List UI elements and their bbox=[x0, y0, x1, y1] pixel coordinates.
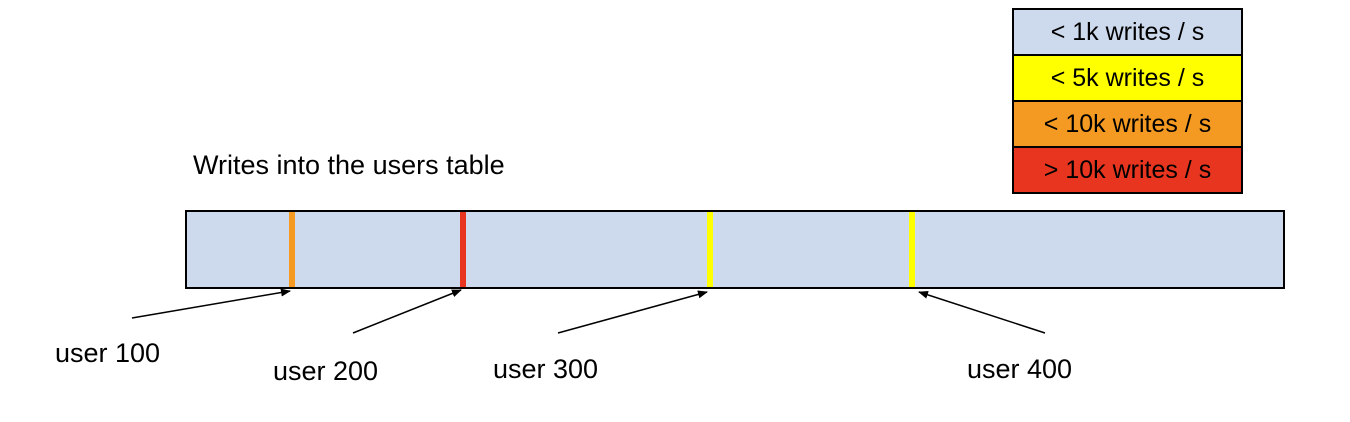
callout-arrow-user-300 bbox=[557, 290, 708, 334]
callout-arrow-user-200 bbox=[352, 289, 462, 334]
marker-user-400 bbox=[909, 212, 915, 287]
callout-label-user-100: user 100 bbox=[55, 338, 161, 368]
legend-item-lt-1k-writes: < 1k writes / s bbox=[1012, 8, 1243, 56]
marker-user-200 bbox=[460, 212, 466, 287]
callout-label-user-200: user 200 bbox=[273, 356, 379, 386]
diagram-title: Writes into the users table bbox=[193, 150, 505, 180]
callout-label-user-300: user 300 bbox=[493, 354, 599, 384]
marker-user-300 bbox=[707, 212, 713, 287]
legend-item-lt-5k-writes: < 5k writes / s bbox=[1012, 54, 1243, 102]
users-table-bar bbox=[185, 210, 1285, 289]
legend: < 1k writes / s < 5k writes / s < 10k wr… bbox=[1012, 8, 1243, 194]
callout-arrow-user-100 bbox=[131, 288, 291, 319]
legend-item-gt-10k-writes: > 10k writes / s bbox=[1012, 146, 1243, 194]
legend-item-lt-10k-writes: < 10k writes / s bbox=[1012, 100, 1243, 148]
marker-user-100 bbox=[289, 212, 295, 287]
callout-label-user-400: user 400 bbox=[967, 354, 1073, 384]
callout-arrow-user-400 bbox=[918, 290, 1046, 334]
